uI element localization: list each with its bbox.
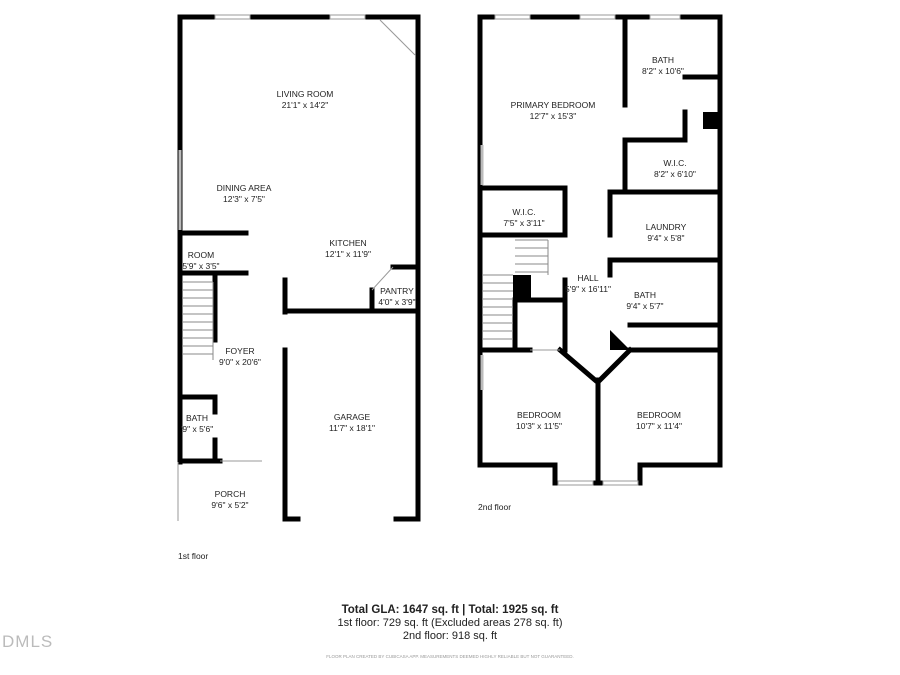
second-floor-area: 2nd floor: 918 sq. ft: [402, 630, 498, 642]
first-floor-area: 1st floor: 729 sq. ft (Excluded areas 27…: [337, 617, 563, 629]
floor1-stairs: [183, 281, 214, 360]
floor2-stairs: [483, 239, 549, 340]
room-size: 5'9" x 3'5": [182, 261, 220, 271]
room-name: GARAGE: [333, 412, 371, 422]
floor1-thin-lines: [177, 14, 416, 521]
room-size: '9" x 5'6": [180, 424, 214, 434]
area-totals: Total GLA: 1647 sq. ft | Total: 1925 sq.…: [337, 604, 562, 643]
room-name: BEDROOM: [637, 410, 681, 420]
room-wic: W.I.C.8'2" x 6'10": [654, 158, 696, 180]
room-size: 12'3" x 7'5": [223, 194, 265, 204]
room-name: FOYER: [225, 346, 255, 356]
floor2-thin-lines: [480, 14, 681, 486]
room-size: 12'1" x 11'9": [325, 249, 371, 259]
room-name: DINING AREA: [216, 183, 272, 193]
room-size: 10'3" x 11'5": [516, 421, 562, 431]
room-name: LIVING ROOM: [276, 89, 334, 99]
room-name: ROOM: [187, 250, 215, 260]
room-size: 21'1" x 14'2": [281, 100, 329, 110]
room-size: 9'6" x 5'2": [211, 500, 249, 510]
room-name: PORCH: [214, 489, 246, 499]
floor2-fixtures: [513, 112, 720, 350]
room-name: BATH: [185, 413, 209, 423]
room-name: BATH: [651, 55, 675, 65]
total-gla: Total GLA: 1647 sq. ft | Total: 1925 sq.…: [341, 604, 559, 616]
room-name: HALL: [577, 273, 599, 283]
room-size: 7'5" x 3'11": [503, 218, 545, 228]
room-size: 11'7" x 18'1": [329, 423, 375, 433]
room-name: BATH: [633, 290, 657, 300]
room-name: W.I.C.: [512, 207, 536, 217]
floor1-label: 1st floor: [178, 551, 209, 561]
room-bath: BATH'9" x 5'6": [181, 413, 213, 435]
room-size: 9'4" x 5'7": [626, 301, 664, 311]
room-size: 10'7" x 11'4": [636, 421, 682, 431]
room-wic: W.I.C.7'5" x 3'11": [503, 207, 544, 229]
room-name: BEDROOM: [517, 410, 561, 420]
room-size: 4'0" x 3'9": [378, 297, 416, 307]
room-size: 5'9" x 16'11": [565, 284, 611, 294]
floor2-label: 2nd floor: [478, 502, 512, 512]
room-name: KITCHEN: [329, 238, 367, 248]
room-name: W.I.C.: [663, 158, 687, 168]
room-size: 8'2" x 6'10": [654, 169, 696, 179]
room-name: LAUNDRY: [645, 222, 687, 232]
room-size: 9'4" x 5'8": [647, 233, 685, 243]
room-size: 8'2" x 10'6": [642, 66, 684, 76]
disclaimer: FLOOR PLAN CREATED BY CUBICASA APP. MEAS…: [326, 654, 574, 659]
room-name: PRIMARY BEDROOM: [510, 100, 596, 110]
dmls-logo: DMLS: [2, 632, 54, 651]
room-size: 12'7" x 15'3": [529, 111, 577, 121]
room-size: 9'0" x 20'6": [219, 357, 261, 367]
room-name: PANTRY: [380, 286, 414, 296]
